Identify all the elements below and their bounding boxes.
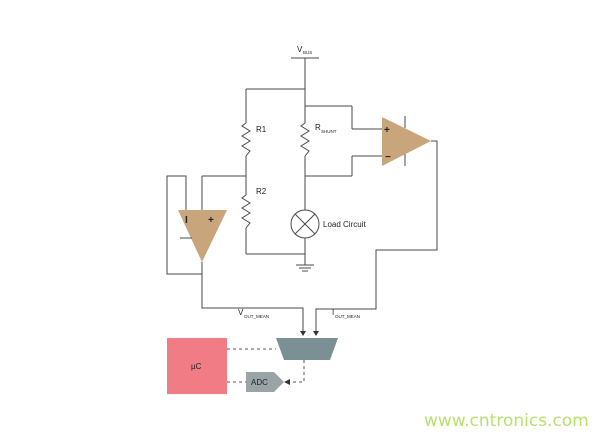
voltage-sense-amplifier: I + (178, 210, 227, 262)
arrow-down-icon (313, 331, 319, 336)
opamp-top-minus: − (385, 152, 391, 163)
opamp-top-plus: + (384, 125, 390, 136)
resistor-r1 (241, 122, 251, 157)
opamp-left-plus: + (208, 215, 214, 226)
r2-label: R2 (256, 187, 267, 196)
adc-label: ADC (251, 378, 268, 387)
vout-mean-subscript: OUT_MEAN (244, 314, 269, 319)
load-circuit: Load Circuit (290, 209, 366, 239)
microcontroller: µC (167, 338, 227, 394)
adc-block: ADC (246, 372, 284, 392)
arrow-left-icon (284, 379, 290, 385)
watermark: www.cntronics.com (424, 411, 589, 431)
r1-label: R1 (256, 125, 267, 134)
ground-icon (296, 264, 314, 272)
resistor-rshunt (300, 122, 310, 157)
vout-mean-label: V (238, 308, 244, 317)
rshunt-subscript: SHUNT (321, 129, 337, 134)
shunt-branch: R SHUNT (300, 89, 337, 210)
vbus-label: V (297, 45, 303, 54)
load-circuit-label: Load Circuit (323, 220, 366, 229)
current-sense-amplifier: + − (382, 116, 431, 166)
uc-label: µC (191, 362, 202, 371)
arrow-down-icon (300, 331, 306, 336)
resistor-r2 (241, 194, 251, 229)
voltage-divider: R1 R2 (241, 89, 267, 254)
multiplexer (276, 338, 338, 360)
iout-mean-subscript: OUT_MEAN (335, 314, 360, 319)
iout-mean-label: I (332, 308, 334, 317)
opamp-left-minus: I (185, 215, 188, 226)
vbus-terminal: V BUS (291, 45, 319, 89)
rshunt-label: R (315, 123, 321, 132)
vbus-subscript: BUS (303, 50, 312, 55)
